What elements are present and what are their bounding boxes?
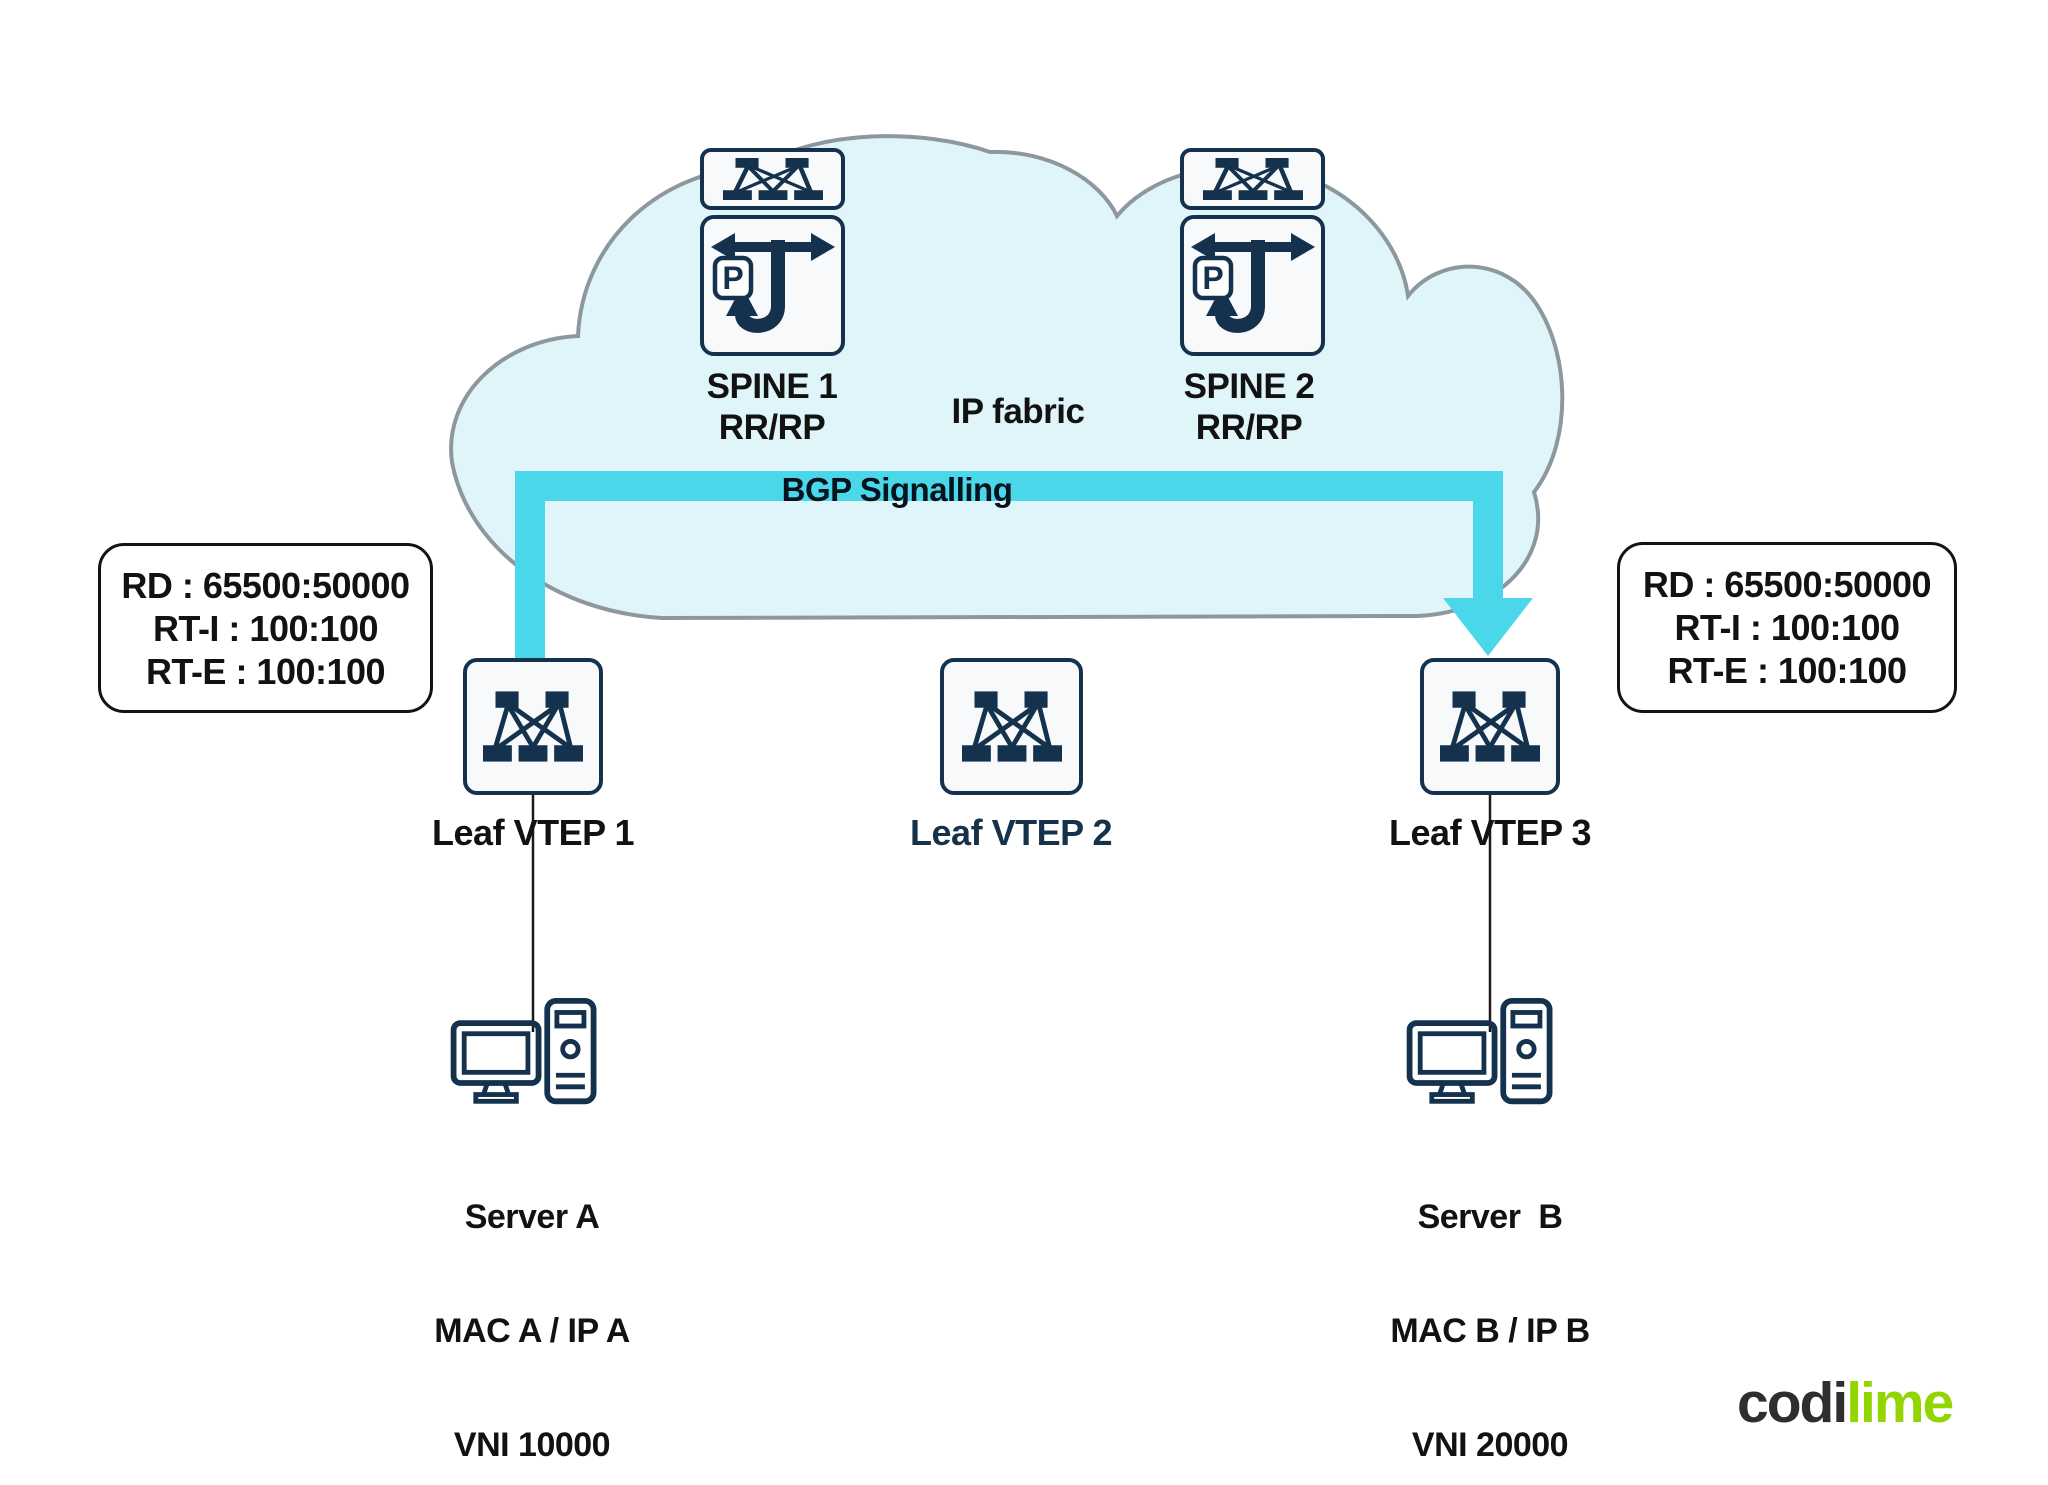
spine2-switch-icon xyxy=(1180,148,1325,210)
switch-glyph xyxy=(722,158,823,200)
leaf-vtep1-switch-icon xyxy=(463,658,603,795)
pim-p-letter: P xyxy=(1202,260,1223,296)
switch-glyph xyxy=(961,691,1062,762)
spine1-switch-icon xyxy=(700,148,845,210)
workstation-glyph xyxy=(1406,998,1553,1105)
switch-glyph xyxy=(483,691,583,762)
switch-glyph xyxy=(1202,158,1303,200)
bgp-signalling-arrow-shape xyxy=(515,471,1533,658)
rt-import-value: RT-I : 100:100 xyxy=(152,607,379,649)
spine1-role: RR/RP xyxy=(718,408,826,447)
server-a-name: Server A xyxy=(464,1198,600,1236)
leaf-vtep3-label: Leaf VTEP 3 xyxy=(1389,812,1591,853)
server-b-icon xyxy=(1404,998,1560,1115)
server-b-mac-ip: MAC B / IP B xyxy=(1390,1312,1590,1350)
server-a-vni: VNI 10000 xyxy=(453,1426,611,1464)
pim-p-letter: P xyxy=(722,260,743,296)
router-glyph: P xyxy=(1190,232,1315,333)
server-a-label: Server A MAC A / IP A VNI 10000 xyxy=(434,1122,630,1485)
leaf-vtep2-switch-icon xyxy=(940,658,1083,795)
server-b-label: Server B MAC B / IP B VNI 20000 xyxy=(1390,1122,1590,1485)
route-attributes-box-left: RD : 65500:50000 RT-I : 100:100 RT-E : 1… xyxy=(98,543,433,713)
route-attributes-box-right: RD : 65500:50000 RT-I : 100:100 RT-E : 1… xyxy=(1617,542,1957,713)
logo-part-codi: codi xyxy=(1737,1371,1848,1435)
ip-fabric-label: IP fabric xyxy=(951,392,1085,431)
spine1-router-icon: P xyxy=(700,215,845,356)
spine1-name: SPINE 1 xyxy=(706,367,838,406)
spine2-name: SPINE 2 xyxy=(1183,367,1315,406)
router-glyph: P xyxy=(710,232,835,333)
rd-value: RD : 65500:50000 xyxy=(1642,564,1932,605)
server-b-name: Server B xyxy=(1417,1198,1563,1236)
ip-fabric-cloud-shape xyxy=(449,134,1565,621)
rt-export-value: RT-E : 100:100 xyxy=(1667,650,1907,691)
workstation-glyph xyxy=(450,998,597,1105)
server-a-mac-ip: MAC A / IP A xyxy=(434,1312,630,1350)
leaf-vtep2-label: Leaf VTEP 2 xyxy=(910,812,1112,853)
switch-glyph xyxy=(1440,691,1540,762)
rt-import-value: RT-I : 100:100 xyxy=(1674,607,1900,648)
server-b-vni: VNI 20000 xyxy=(1411,1426,1569,1464)
spine2-role: RR/RP xyxy=(1195,408,1303,447)
leaf-vtep3-switch-icon xyxy=(1420,658,1560,795)
rd-value: RD : 65500:50000 xyxy=(121,564,410,606)
spine2-router-icon: P xyxy=(1180,215,1325,356)
rt-export-value: RT-E : 100:100 xyxy=(145,650,386,692)
bgp-signalling-label: BGP Signalling xyxy=(781,471,1013,508)
logo-part-lime: lime xyxy=(1846,1371,1954,1435)
codilime-logo: codilime xyxy=(1737,1370,1954,1436)
server-a-icon xyxy=(448,998,604,1115)
leaf-vtep1-label: Leaf VTEP 1 xyxy=(432,812,634,853)
